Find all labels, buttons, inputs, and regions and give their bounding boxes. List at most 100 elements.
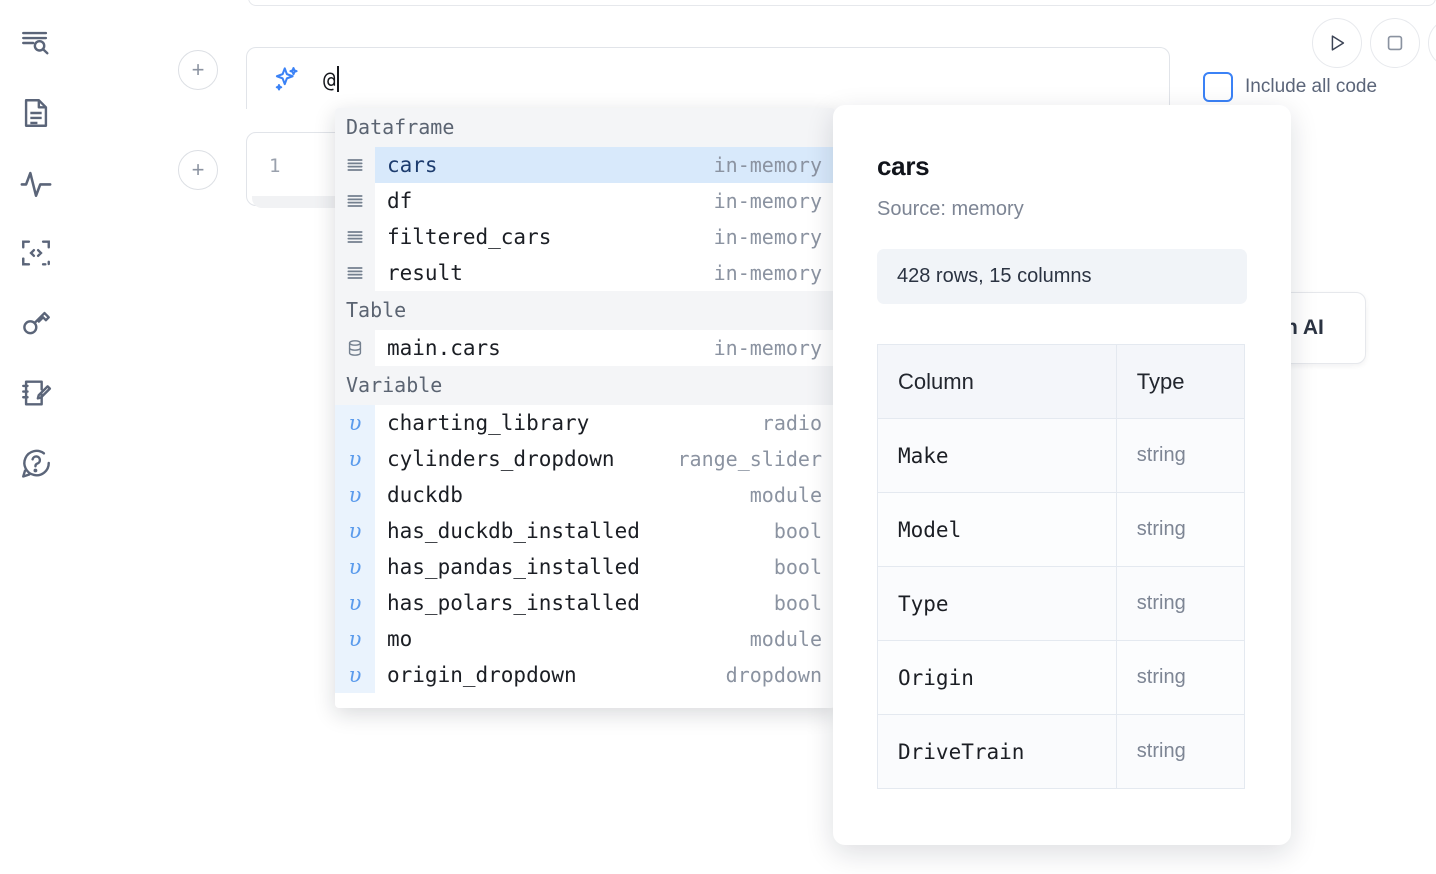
add-cell-button-top[interactable]: + — [178, 50, 218, 90]
ai-prompt-input[interactable]: @ — [323, 65, 339, 92]
outline-search-icon[interactable] — [14, 18, 58, 68]
autocomplete-section-header: Variable — [335, 366, 835, 405]
ai-prompt-bar[interactable]: @ — [246, 47, 1170, 109]
line-number: 1 — [269, 155, 281, 177]
variable-icon: υ — [335, 585, 375, 621]
autocomplete-item-type: bool — [773, 555, 822, 579]
table-rows-icon — [335, 147, 375, 183]
previous-cell — [248, 0, 1436, 6]
autocomplete-item-name: has_polars_installed — [387, 591, 640, 615]
autocomplete-item-name: result — [387, 261, 463, 285]
run-button[interactable] — [1312, 18, 1362, 68]
autocomplete-item-type: module — [749, 627, 822, 651]
activity-pulse-icon[interactable] — [14, 158, 58, 208]
column-name-cell: Origin — [877, 640, 1117, 715]
include-all-code-label: Include all code — [1245, 76, 1378, 97]
autocomplete-item-type: range_slider — [677, 447, 823, 471]
stop-button[interactable] — [1370, 18, 1420, 68]
key-icon[interactable] — [14, 298, 58, 348]
autocomplete-item-body: mo module — [375, 621, 835, 657]
autocomplete-item[interactable]: υ cylinders_dropdown range_slider — [335, 441, 835, 477]
column-type-cell: string — [1115, 714, 1246, 789]
autocomplete-item[interactable]: result in-memory — [335, 255, 835, 291]
file-text-icon[interactable] — [14, 88, 58, 138]
autocomplete-item-type: bool — [773, 519, 822, 543]
autocomplete-item-name: cars — [387, 153, 438, 177]
database-icon — [335, 330, 375, 366]
autocomplete-item-body: has_duckdb_installed bool — [375, 513, 835, 549]
autocomplete-item[interactable]: main.cars in-memory — [335, 330, 835, 366]
help-chat-icon[interactable] — [14, 438, 58, 488]
table-header-row: Column Type — [877, 344, 1246, 419]
variable-icon: υ — [335, 621, 375, 657]
autocomplete-item-body: main.cars in-memory — [375, 330, 835, 366]
column-name-cell: Type — [877, 566, 1117, 641]
autocomplete-item-name: df — [387, 189, 413, 213]
autocomplete-item[interactable]: df in-memory — [335, 183, 835, 219]
autocomplete-item[interactable]: cars in-memory — [335, 147, 835, 183]
autocomplete-item[interactable]: υ has_duckdb_installed bool — [335, 513, 835, 549]
run-controls — [1312, 18, 1436, 68]
autocomplete-item-type: in-memory — [713, 336, 822, 360]
autocomplete-section-header: Dataframe — [335, 108, 835, 147]
include-all-code-row[interactable]: Include all code — [1203, 72, 1377, 102]
column-type-cell: string — [1115, 418, 1246, 493]
more-button[interactable] — [1428, 18, 1436, 68]
table-rows-icon — [335, 255, 375, 291]
code-brackets-icon[interactable] — [14, 228, 58, 278]
ai-prompt-value: @ — [323, 67, 336, 92]
generate-with-ai-button[interactable]: h AI — [1278, 292, 1366, 364]
autocomplete-item-name: cylinders_dropdown — [387, 447, 615, 471]
variable-icon: υ — [335, 657, 375, 693]
autocomplete-item-body: cylinders_dropdown range_slider — [375, 441, 835, 477]
autocomplete-item-name: main.cars — [387, 336, 501, 360]
text-caret — [336, 65, 339, 92]
variable-icon: υ — [335, 441, 375, 477]
variable-icon: υ — [335, 513, 375, 549]
add-cell-button-bottom[interactable]: + — [178, 150, 218, 190]
include-all-code-checkbox[interactable] — [1203, 72, 1233, 102]
details-shape-badge: 428 rows, 15 columns — [877, 249, 1247, 304]
autocomplete-item-type: in-memory — [713, 261, 822, 285]
table-rows-icon — [335, 183, 375, 219]
scratchpad-edit-icon[interactable] — [14, 368, 58, 418]
autocomplete-dropdown[interactable]: Dataframe cars in-memory df in-memory filtere… — [335, 108, 835, 708]
autocomplete-item-type: module — [749, 483, 822, 507]
column-name-cell: DriveTrain — [877, 714, 1117, 789]
column-name-cell: Make — [877, 418, 1117, 493]
autocomplete-item-name: mo — [387, 627, 413, 651]
dataframe-details-panel: cars Source: memory 428 rows, 15 columns… — [833, 105, 1291, 845]
variable-icon: υ — [335, 477, 375, 513]
autocomplete-item-type: in-memory — [713, 189, 822, 213]
variable-icon: υ — [335, 549, 375, 585]
column-type-cell: string — [1115, 566, 1246, 641]
variable-icon: υ — [335, 405, 375, 441]
autocomplete-item-body: result in-memory — [375, 255, 835, 291]
ai-sparkle-icon — [269, 62, 303, 96]
autocomplete-item-type: in-memory — [713, 153, 822, 177]
autocomplete-item-name: has_duckdb_installed — [387, 519, 640, 543]
autocomplete-list: Dataframe cars in-memory df in-memory filtere… — [335, 108, 835, 693]
autocomplete-item-body: cars in-memory — [375, 147, 835, 183]
column-header: Column — [877, 344, 1117, 419]
autocomplete-item-type: dropdown — [725, 663, 822, 687]
column-name-cell: Model — [877, 492, 1117, 567]
autocomplete-item-body: df in-memory — [375, 183, 835, 219]
autocomplete-item-name: charting_library — [387, 411, 590, 435]
